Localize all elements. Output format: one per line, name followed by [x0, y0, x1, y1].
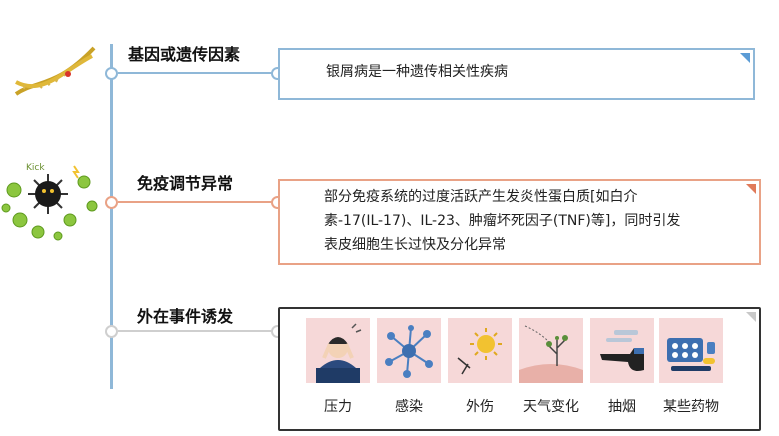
immune-text-line-2: 素-17(IL-17)、IL-23、肿瘤坏死因子(TNF)等]，同时引发 [324, 213, 681, 229]
timeline-line [110, 44, 113, 389]
section-heading-external: 外在事件诱发 [137, 307, 234, 326]
corner-marker [740, 53, 750, 63]
pipe-smoke-icon [590, 318, 654, 383]
stressed-person-icon [306, 318, 370, 383]
connector-immune [118, 201, 278, 203]
genetic-description-box: 银屑病是一种遗传相关性疾病 [278, 48, 755, 100]
timeline-node-immune [105, 196, 118, 209]
medicine-pills-icon [659, 318, 723, 383]
decorative-kick-text: Kick [26, 163, 45, 173]
dna-helix-icon [12, 42, 98, 100]
trigger-label-infection: 感染 [395, 399, 423, 415]
trigger-label-stress: 压力 [324, 399, 352, 415]
virus-network-icon [377, 318, 441, 383]
genetic-text: 银屑病是一种遗传相关性疾病 [326, 64, 508, 80]
immune-text-line-3: 表皮细胞生长过快及分化异常 [324, 237, 506, 253]
trigger-label-weather: 天气变化 [523, 399, 579, 415]
section-heading-immune: 免疫调节异常 [137, 174, 234, 193]
trigger-label-medication: 某些药物 [663, 399, 719, 415]
injury-spark-icon [448, 318, 512, 383]
timeline-node-external [105, 325, 118, 338]
connector-external [118, 330, 278, 332]
immune-cells-icon: Kick [0, 160, 104, 244]
weather-sun-icon [519, 318, 583, 383]
trigger-label-trauma: 外伤 [466, 399, 494, 415]
connector-genetic [118, 72, 278, 74]
section-heading-genetic: 基因或遗传因素 [128, 45, 241, 64]
corner-marker [746, 312, 756, 322]
corner-marker [746, 184, 756, 194]
immune-text-line-1: 部分免疫系统的过度活跃产生发炎性蛋白质[如白介 [324, 189, 638, 205]
trigger-label-smoking: 抽烟 [608, 399, 636, 415]
immune-description-box: 部分免疫系统的过度活跃产生发炎性蛋白质[如白介 素-17(IL-17)、IL-2… [278, 179, 761, 265]
timeline-node-genetic [105, 67, 118, 80]
